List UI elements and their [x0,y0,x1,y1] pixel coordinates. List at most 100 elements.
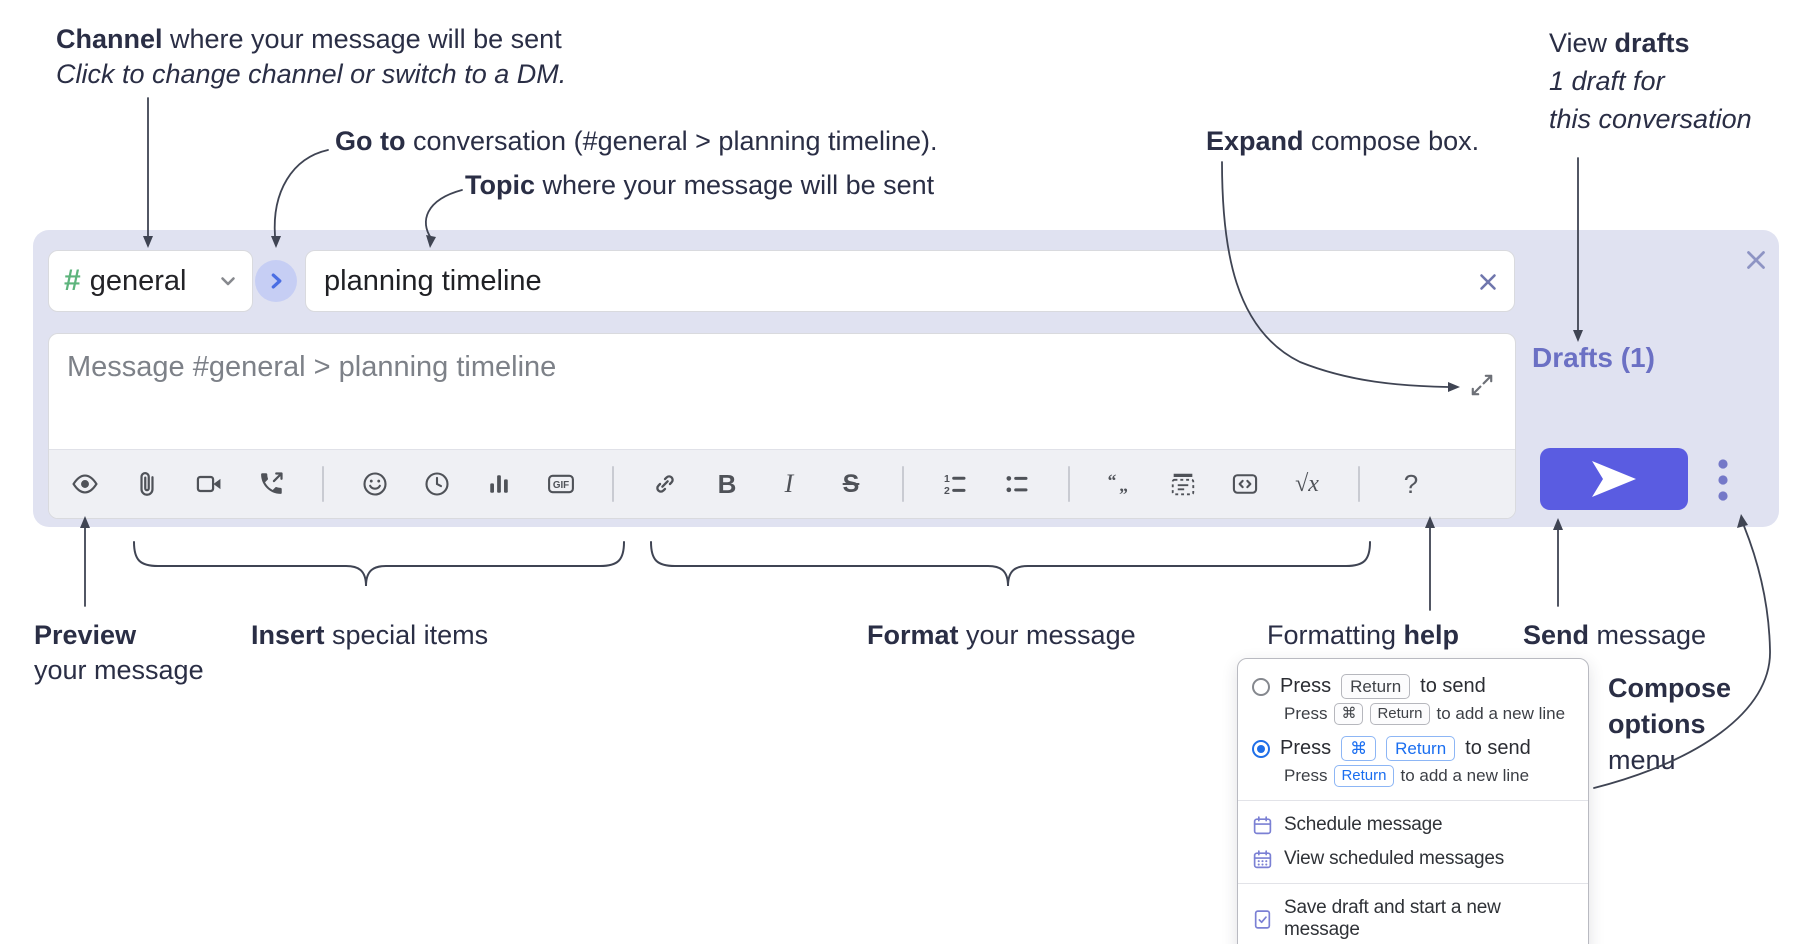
menu-item-schedule-message[interactable]: Schedule message [1238,808,1588,842]
kebab-menu-icon [1718,459,1728,501]
draft-check-icon [1252,909,1273,930]
numbered-list-icon: 12 [944,473,966,497]
radio-unselected-icon[interactable] [1252,677,1270,696]
code-button[interactable] [1230,469,1260,499]
annotation-channel: Channel where your message will be sent … [56,22,566,92]
annotation-channel-line2: Click to change channel or switch to a D… [56,59,567,89]
svg-text:GIF: GIF [553,480,569,491]
toolbar-divider [902,466,904,502]
preview-button[interactable] [70,469,100,499]
topic-field [305,250,1515,312]
channel-hash-icon: # [64,264,81,297]
compose-box: # general Message #general > planning ti… [33,230,1779,527]
svg-text:„: „ [1119,475,1128,495]
calendar-grid-icon [1252,849,1273,870]
emoji-button[interactable] [360,469,390,499]
bar-chart-icon [490,475,508,493]
close-compose-button[interactable] [1741,245,1771,275]
channel-selector[interactable]: # general [48,250,253,312]
svg-text:2: 2 [944,485,950,497]
strikethrough-icon: S [842,469,860,498]
video-camera-icon [196,475,221,493]
bold-icon: B [717,468,737,499]
chevron-right-icon [263,268,289,294]
smiley-icon [363,472,387,496]
poll-button[interactable] [484,469,514,499]
paperclip-icon [140,472,154,496]
annotation-preview: Preview your message [34,620,204,685]
svg-text:1: 1 [944,473,950,485]
bulleted-list-icon [1006,476,1028,493]
close-x-icon [1747,251,1765,269]
voice-call-button[interactable] [256,469,286,499]
spoiler-button[interactable] [1168,469,1198,499]
send-icon [1592,461,1636,497]
svg-text:“: “ [1108,470,1117,490]
quote-icon: “„ [1108,470,1128,495]
video-call-button[interactable] [194,469,224,499]
option-cmd-return-to-send[interactable]: Press ⌘ Return to send [1238,731,1588,761]
math-button[interactable]: √x [1292,469,1322,499]
format-brace [650,541,1371,587]
option-cmd-return-subtext: Press Return to add a new line [1284,765,1530,787]
quote-button[interactable]: “„ [1106,469,1136,499]
chevron-down-icon [216,269,240,293]
return-key: Return [1334,765,1394,787]
toolbar-divider [1068,466,1070,502]
link-button[interactable] [650,469,680,499]
toolbar-divider [322,466,324,502]
strikethrough-button[interactable]: S [836,469,866,499]
expand-compose-button[interactable] [1469,372,1495,398]
send-button[interactable] [1540,448,1688,510]
go-to-conversation-button[interactable] [255,260,297,302]
message-placeholder: Message #general > planning timeline [67,351,557,383]
annotation-insert: Insert special items [251,620,489,650]
annotation-topic: Topic where your message will be sent [465,170,935,200]
bold-button[interactable]: B [712,469,742,499]
eye-icon [72,474,98,494]
annotation-expand: Expand compose box. [1206,126,1480,156]
calendar-icon [1252,815,1273,836]
expand-icon [1471,374,1493,396]
toolbar-divider [1358,466,1360,502]
channel-name: general [89,264,187,297]
annotation-compose-options: Compose options menu [1608,673,1732,775]
message-area[interactable]: Message #general > planning timeline [48,333,1516,519]
menu-divider [1238,800,1588,801]
annotation-view-drafts: View drafts 1 draft for this conversatio… [1549,24,1752,138]
link-icon [656,475,674,493]
attach-file-button[interactable] [132,469,162,499]
phone-call-icon [261,472,283,494]
code-icon [1232,474,1258,494]
gif-icon: GIF [548,474,574,494]
insert-brace [133,541,625,587]
annotation-go-to: Go to conversation (#general > planning … [335,126,938,156]
clear-x-icon [1480,274,1496,290]
compose-options-button[interactable] [1715,458,1731,502]
radio-selected-icon[interactable] [1252,739,1270,758]
clock-icon [425,472,449,496]
italic-icon: I [784,469,794,498]
topic-clear-button[interactable] [1474,268,1502,296]
message-formatting-help-button[interactable]: ? [1396,469,1426,499]
annotation-format: Format your message [867,620,1136,650]
topic-input[interactable] [306,251,1514,311]
bulleted-list-button[interactable] [1002,469,1032,499]
annotation-send: Send message [1523,620,1707,650]
gif-button[interactable]: GIF [546,469,576,499]
drafts-link[interactable]: Drafts (1) [1532,342,1655,373]
option-return-to-send[interactable]: Press Return to send [1238,669,1588,699]
global-time-button[interactable] [422,469,452,499]
math-formula-icon: √x [1295,470,1319,497]
toolbar-divider [612,466,614,502]
menu-item-save-draft[interactable]: Save draft and start a new message [1238,891,1588,944]
annotation-channel-line1: Channel where your message will be sent [56,24,562,54]
italic-button[interactable]: I [774,469,804,499]
menu-item-view-scheduled-messages[interactable]: View scheduled messages [1238,842,1588,876]
return-key: Return [1341,674,1411,699]
return-key: Return [1386,736,1456,761]
spoiler-icon [1171,473,1195,496]
